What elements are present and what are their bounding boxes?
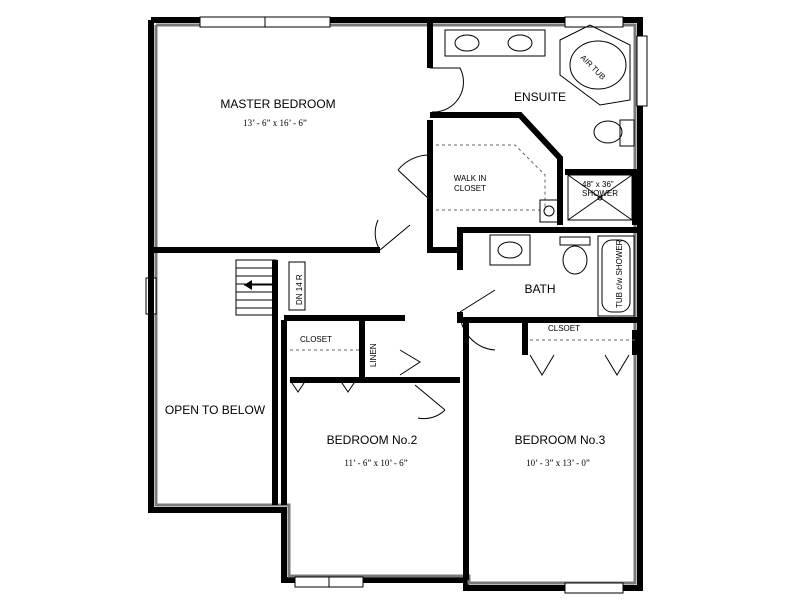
water-heater-icon <box>543 205 555 217</box>
closet-bed2-label: CLOSET <box>300 335 332 344</box>
bedroom2-dims: 11’ - 6” x 10’ - 6” <box>344 458 407 468</box>
master-bedroom-dims: 13’ - 6” x 16’ - 6” <box>243 118 307 128</box>
air-tub-icon <box>559 24 631 106</box>
walk-in-closet-label-1: WALK IN <box>454 174 487 183</box>
shower-size: 48” x 36” <box>582 180 614 189</box>
bedroom2-label: BEDROOM No.2 <box>327 433 418 447</box>
sink-icon <box>454 34 480 52</box>
closet-shelving <box>436 144 546 211</box>
door-swings <box>374 67 496 420</box>
stairs: DN 14 R <box>235 259 306 316</box>
windows <box>145 16 648 594</box>
bedroom3-dims: 10’ - 3” x 13’ - 0” <box>526 458 590 468</box>
bath-label: BATH <box>524 282 555 296</box>
toilet-icon <box>593 120 623 144</box>
air-tub-label: AIR TUB <box>579 53 608 82</box>
walk-in-closet-label-2: CLOSET <box>454 184 486 193</box>
master-bedroom-label: MASTER BEDROOM <box>220 97 335 111</box>
open-to-below-label: OPEN TO BELOW <box>165 403 266 417</box>
stairs-label: DN 14 R <box>295 274 304 305</box>
sink-icon <box>507 34 533 52</box>
stair-arrow-icon <box>244 280 252 290</box>
closet-bed3-label: CLSOET <box>548 324 580 333</box>
shower-label: SHOWER <box>582 189 618 198</box>
linen-label: LINEN <box>369 343 378 367</box>
toilet-icon <box>562 245 588 275</box>
room-labels: MASTER BEDROOM 13’ - 6” x 16’ - 6” ENSUI… <box>165 90 606 468</box>
bifold-doors <box>289 339 635 393</box>
bath-fixtures: TUB c/w SHOWER <box>489 234 635 317</box>
sink-icon <box>497 241 523 259</box>
interior-walls <box>148 20 640 580</box>
ensuite-label: ENSUITE <box>514 90 566 104</box>
bedroom3-label: BEDROOM No.3 <box>515 433 606 447</box>
tub-shower-label: TUB c/w SHOWER <box>615 239 624 308</box>
